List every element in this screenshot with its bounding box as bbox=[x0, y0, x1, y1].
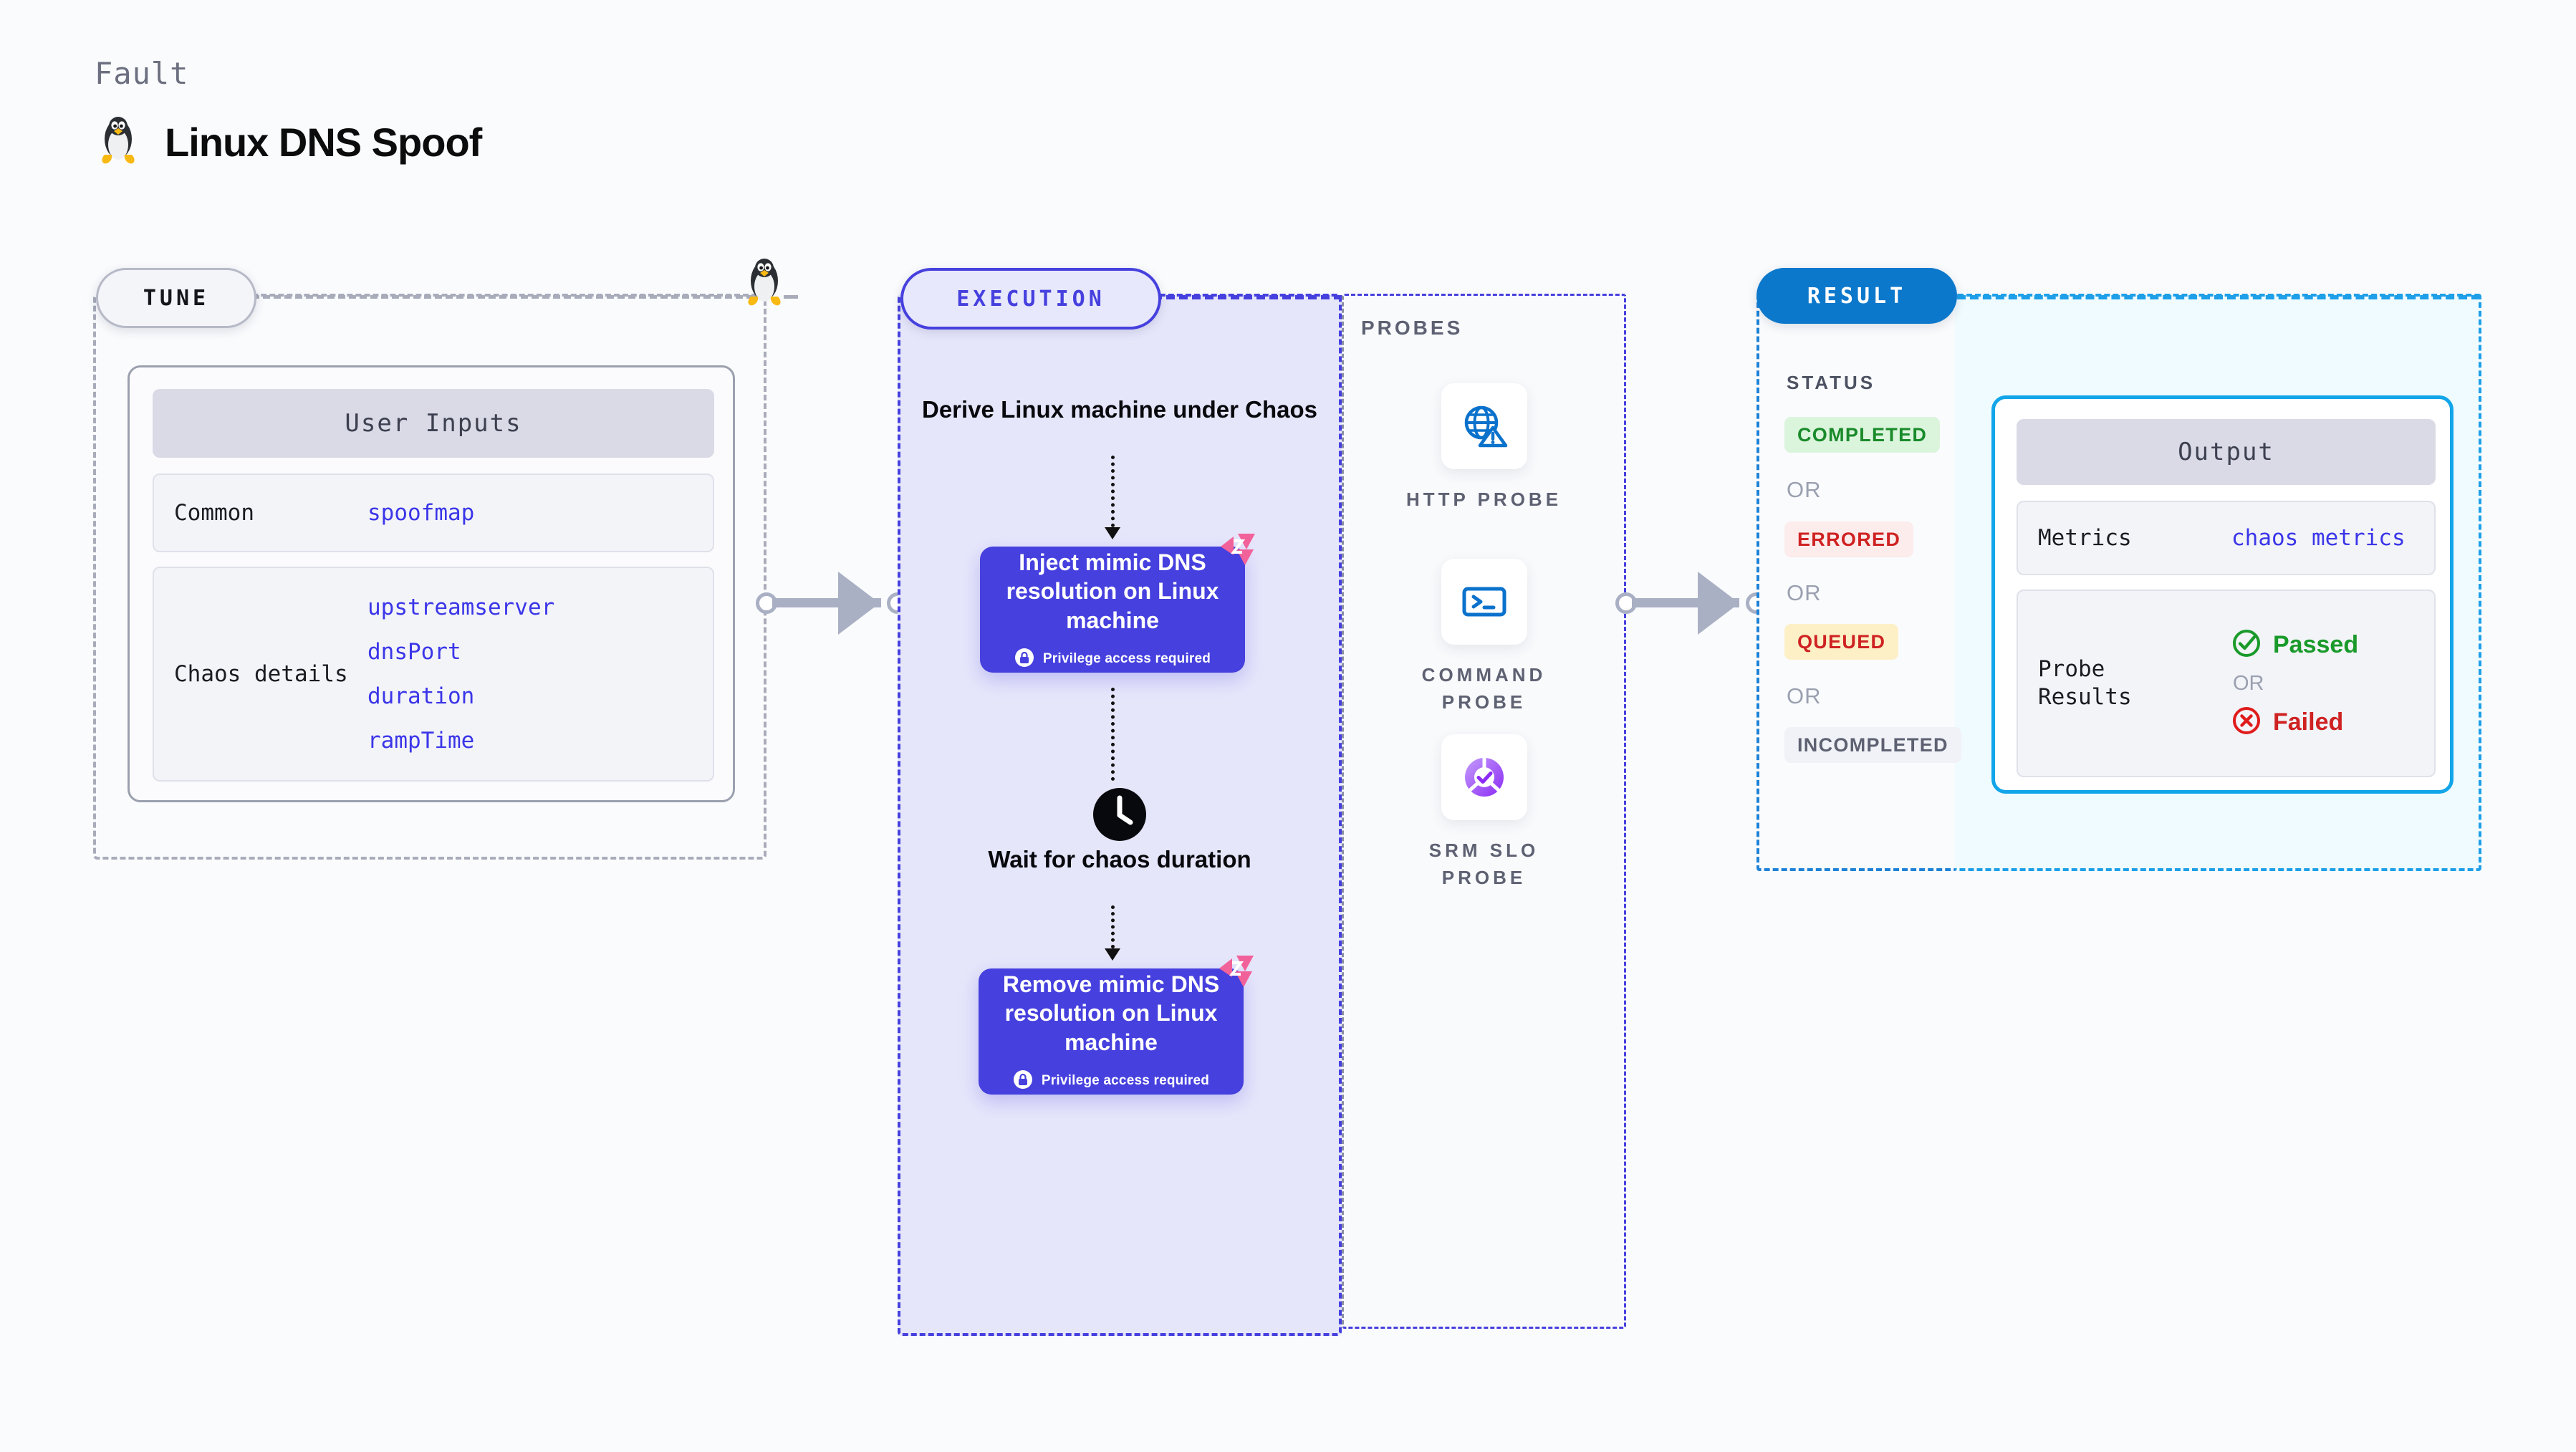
execution-remove-title: Remove mimic DNS resolution on Linux mac… bbox=[1002, 971, 1220, 1055]
probes-label: PROBES bbox=[1361, 317, 1464, 339]
output-row-probe-results: Probe Results Passed OR bbox=[2017, 590, 2436, 777]
tune-value-spoofmap[interactable]: spoofmap bbox=[367, 500, 475, 526]
check-circle-icon bbox=[2231, 628, 2262, 662]
page-title: Linux DNS Spoof bbox=[165, 120, 482, 165]
execution-step-derive: Derive Linux machine under Chaos bbox=[922, 396, 1317, 423]
execution-arrow-2-line bbox=[1111, 688, 1117, 781]
execution-arrow-1-line bbox=[1111, 456, 1117, 527]
user-inputs-card-title: User Inputs bbox=[153, 389, 714, 458]
status-or-3: OR bbox=[1787, 683, 1822, 708]
output-probe-passed: Passed bbox=[2231, 628, 2358, 662]
execution-badge[interactable]: EXECUTION bbox=[900, 268, 1161, 330]
result-status-panel bbox=[1756, 294, 1957, 871]
probe-srm-caption: SRM SLO PROBE bbox=[1428, 840, 1539, 888]
output-card: Output Metrics chaos metrics Probe Resul… bbox=[1991, 395, 2454, 794]
globe-alert-icon bbox=[1441, 383, 1527, 469]
tune-value-dnsport[interactable]: dnsPort bbox=[367, 639, 461, 665]
status-badge-errored: ERRORED bbox=[1784, 521, 1914, 557]
probe-http-caption: HTTP PROBE bbox=[1405, 489, 1562, 510]
tune-row-chaos-details: Chaos details upstreamserver dnsPort dur… bbox=[153, 567, 714, 782]
result-badge[interactable]: RESULT bbox=[1756, 268, 1957, 324]
clock-icon bbox=[1092, 787, 1148, 842]
tune-top-dash bbox=[252, 295, 754, 299]
output-probe-failed: Failed bbox=[2231, 706, 2358, 739]
lock-icon bbox=[1014, 648, 1034, 671]
status-badge-queued: QUEUED bbox=[1784, 624, 1899, 660]
connector-tune-execution-arrow bbox=[838, 572, 880, 635]
status-badge-incompleted: INCOMPLETED bbox=[1784, 727, 1961, 763]
execution-arrow-1-head bbox=[1105, 527, 1120, 539]
tune-value-upstreamserver[interactable]: upstreamserver bbox=[367, 595, 555, 620]
tune-badge[interactable]: TUNE bbox=[96, 268, 256, 328]
execution-inject-privilege-row: Privilege access required bbox=[1014, 648, 1211, 671]
tune-value-duration[interactable]: duration bbox=[367, 683, 475, 709]
tune-row-common: Common spoofmap bbox=[153, 473, 714, 552]
tune-value-ramptime[interactable]: rampTime bbox=[367, 728, 475, 754]
output-probe-key: Probe Results bbox=[2038, 656, 2132, 710]
status-badge-completed: COMPLETED bbox=[1784, 417, 1941, 453]
probe-command[interactable]: COMMAND PROBE bbox=[1342, 559, 1626, 716]
page-title-row: Linux DNS Spoof bbox=[97, 115, 482, 170]
execution-arrow-3-line bbox=[1111, 905, 1117, 948]
output-row-metrics: Metrics chaos metrics bbox=[2017, 501, 2436, 575]
output-failed-label: Failed bbox=[2273, 708, 2344, 736]
output-metrics-key: Metrics bbox=[2038, 524, 2132, 551]
probe-command-caption: COMMAND PROBE bbox=[1421, 664, 1547, 713]
tune-row-chaos-values: upstreamserver dnsPort duration rampTime bbox=[367, 585, 554, 763]
slo-check-icon bbox=[1441, 734, 1527, 820]
page-kicker: Fault bbox=[95, 56, 189, 91]
execution-remove-box[interactable]: Remove mimic DNS resolution on Linux mac… bbox=[979, 956, 1254, 1095]
litmus-chaos-icon bbox=[1216, 531, 1258, 568]
output-metrics-value[interactable]: chaos metrics bbox=[2231, 525, 2406, 551]
execution-inject-box[interactable]: Inject mimic DNS resolution on Linux mac… bbox=[980, 534, 1255, 673]
execution-wait-label: Wait for chaos duration bbox=[988, 846, 1251, 872]
output-card-title: Output bbox=[2017, 419, 2436, 485]
linux-penguin-icon bbox=[97, 115, 139, 170]
output-probe-or: OR bbox=[2233, 671, 2264, 695]
execution-remove-privilege-row: Privilege access required bbox=[1013, 1069, 1209, 1093]
user-inputs-card: User Inputs Common spoofmap Chaos detail… bbox=[128, 365, 735, 802]
status-or-1: OR bbox=[1787, 477, 1822, 502]
probe-http[interactable]: HTTP PROBE bbox=[1342, 383, 1626, 514]
terminal-icon bbox=[1441, 559, 1527, 645]
probe-srm-slo[interactable]: SRM SLO PROBE bbox=[1342, 734, 1626, 891]
output-probe-values: Passed OR Failed bbox=[2231, 628, 2358, 739]
tune-row-chaos-key: Chaos details bbox=[174, 660, 348, 687]
connector-probes-result-arrow bbox=[1698, 572, 1739, 635]
execution-remove-privilege-text: Privilege access required bbox=[1041, 1073, 1210, 1089]
tune-row-common-key: Common bbox=[174, 499, 254, 526]
output-passed-label: Passed bbox=[2273, 630, 2359, 658]
execution-arrow-3-head bbox=[1105, 948, 1120, 961]
x-circle-icon bbox=[2231, 706, 2262, 739]
execution-inject-privilege-text: Privilege access required bbox=[1042, 651, 1211, 667]
result-top-dash bbox=[1957, 295, 2480, 299]
status-label: STATUS bbox=[1787, 372, 1876, 393]
litmus-chaos-icon bbox=[1215, 953, 1256, 990]
tune-top-dash-right bbox=[784, 295, 798, 299]
linux-penguin-icon-badge bbox=[744, 256, 785, 312]
lock-icon bbox=[1013, 1069, 1033, 1093]
tune-row-common-values: spoofmap bbox=[367, 491, 474, 535]
status-or-2: OR bbox=[1787, 580, 1822, 605]
execution-inject-title: Inject mimic DNS resolution on Linux mac… bbox=[1006, 549, 1219, 633]
